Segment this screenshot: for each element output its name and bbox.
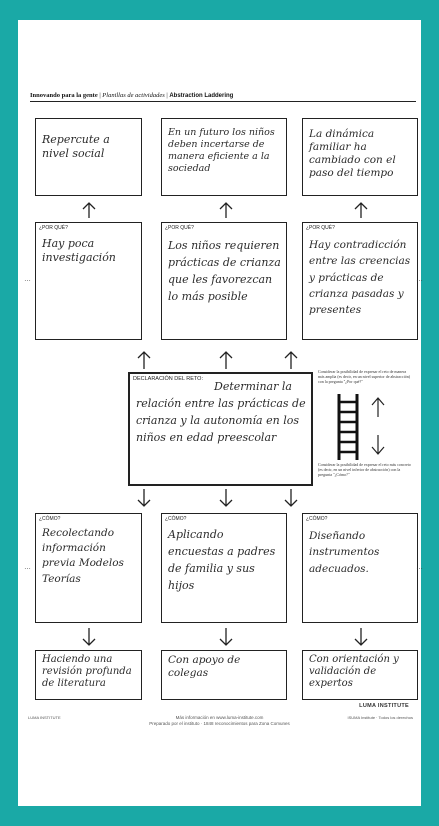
why-box-2-text: Los niños requieren prácticas de crianza…	[168, 239, 281, 304]
why-box-1-text: Hay poca investigación	[42, 237, 116, 264]
footer-left: LUMA INSTITUTE	[28, 715, 61, 720]
arrow-down-icon	[137, 489, 151, 507]
how-box-2-text: Aplicando encuestas a padres de familia …	[168, 528, 276, 593]
header-title: Innovando para la gente	[30, 92, 98, 99]
arrow-up-icon	[219, 202, 233, 218]
why-box-3: ¿POR QUÉ? Hay contradicción entre las cr…	[302, 222, 418, 340]
arrow-up-icon	[82, 202, 96, 218]
why-box-1: ¿POR QUÉ? Hay poca investigación	[35, 222, 142, 340]
bottom-box-1: Haciendo una revisión profunda de litera…	[35, 650, 142, 700]
how-box-3-text: Diseñando instrumentos adecuados.	[309, 530, 380, 575]
top-box-1-text: Repercute a nivel social	[42, 133, 110, 160]
arrow-up-icon	[284, 351, 298, 369]
footer-right: ISUMA Institute · Todos los derechos	[347, 715, 413, 720]
side-note-top: Considerar la posibilidad de expresar el…	[318, 369, 411, 384]
footer-center: Más información en www.luma-institute.co…	[18, 715, 421, 727]
arrow-down-icon	[219, 628, 233, 646]
ladder-icon	[337, 394, 359, 460]
how-box-2: ¿CÓMO? Aplicando encuestas a padres de f…	[161, 513, 287, 623]
top-box-3-text: La dinámica familiar ha cambiado con el …	[309, 128, 396, 180]
footer-line-1: Más información en www.luma-institute.co…	[175, 715, 264, 720]
challenge-text: Determinar la relación entre las práctic…	[136, 380, 306, 445]
arrow-up-icon	[354, 202, 368, 218]
worksheet-page: Innovando para la gente | Planillas de a…	[18, 20, 423, 806]
top-box-3: La dinámica familiar ha cambiado con el …	[302, 118, 418, 196]
bottom-box-3: Con orientación y validación de expertos	[302, 650, 418, 700]
worksheet-sheet: Innovando para la gente | Planillas de a…	[18, 20, 423, 806]
top-box-2-text: En un futuro los niños deben incertarse …	[168, 127, 275, 174]
ellipsis-icon: …	[24, 276, 31, 283]
arrow-down-icon	[354, 628, 368, 646]
why-box-2: ¿POR QUÉ? Los niños requieren prácticas …	[161, 222, 287, 340]
ellipsis-icon: …	[416, 564, 423, 571]
arrow-down-icon	[82, 628, 96, 646]
how-box-1-text: Recolectando información previa Modelos …	[42, 527, 124, 585]
challenge-label: DECLARACIÓN DEL RETO:	[133, 376, 203, 382]
bottom-box-2-text: Con apoyo de colegas	[168, 654, 241, 680]
logo: LUMA INSTITUTE	[359, 703, 409, 709]
how-label: ¿CÓMO?	[306, 516, 328, 522]
how-label: ¿CÓMO?	[39, 516, 61, 522]
bottom-box-2: Con apoyo de colegas	[161, 650, 287, 700]
top-box-1: Repercute a nivel social	[35, 118, 142, 196]
how-box-1: ¿CÓMO? Recolectando información previa M…	[35, 513, 142, 623]
arrow-down-icon	[371, 435, 385, 455]
header-subtitle: Planillas de actividades	[102, 92, 165, 99]
why-box-3-text: Hay contradicción entre las creencias y …	[309, 239, 411, 317]
arrow-down-icon	[284, 489, 298, 507]
arrow-up-icon	[371, 397, 385, 417]
ellipsis-icon: …	[416, 276, 423, 283]
arrow-up-icon	[219, 351, 233, 369]
header: Innovando para la gente | Planillas de a…	[30, 92, 234, 99]
arrow-up-icon	[137, 351, 151, 369]
how-label: ¿CÓMO?	[165, 516, 187, 522]
bottom-box-1-text: Haciendo una revisión profunda de litera…	[42, 654, 132, 689]
bottom-box-3-text: Con orientación y validación de expertos	[309, 654, 399, 689]
top-box-2: En un futuro los niños deben incertarse …	[161, 118, 287, 196]
footer-line-2: Preparado por el instituto · 1848 recono…	[149, 720, 290, 726]
header-tool: Abstraction Laddering	[169, 93, 234, 99]
side-note-bottom: Considerar la posibilidad de expresar el…	[318, 462, 411, 477]
challenge-box: DECLARACIÓN DEL RETO: Determinar la rela…	[128, 372, 313, 486]
ellipsis-icon: …	[24, 564, 31, 571]
why-label: ¿POR QUÉ?	[39, 225, 68, 231]
how-box-3: ¿CÓMO? Diseñando instrumentos adecuados.	[302, 513, 418, 623]
header-rule	[30, 101, 416, 102]
why-label: ¿POR QUÉ?	[306, 225, 335, 231]
why-label: ¿POR QUÉ?	[165, 225, 194, 231]
arrow-down-icon	[219, 489, 233, 507]
